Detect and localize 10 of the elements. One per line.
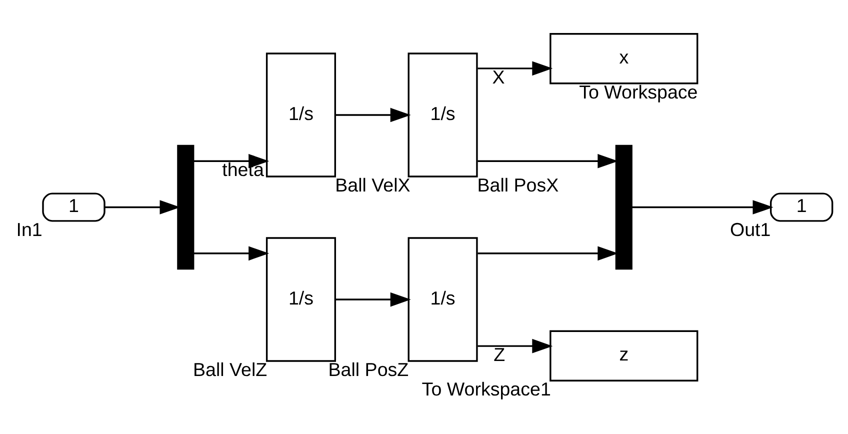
node-label: To Workspace1: [422, 378, 551, 400]
node-label: In1: [16, 218, 42, 240]
edge-label: X: [492, 66, 505, 87]
node-label: Ball PosZ: [328, 358, 409, 380]
node-label: Ball VelZ: [193, 358, 268, 380]
node-label: Out1: [730, 218, 771, 240]
edge-label: Z: [494, 344, 506, 365]
edge-label: theta: [222, 158, 264, 180]
node-label: Ball VelX: [335, 174, 410, 196]
node-label: Ball PosX: [477, 174, 559, 196]
